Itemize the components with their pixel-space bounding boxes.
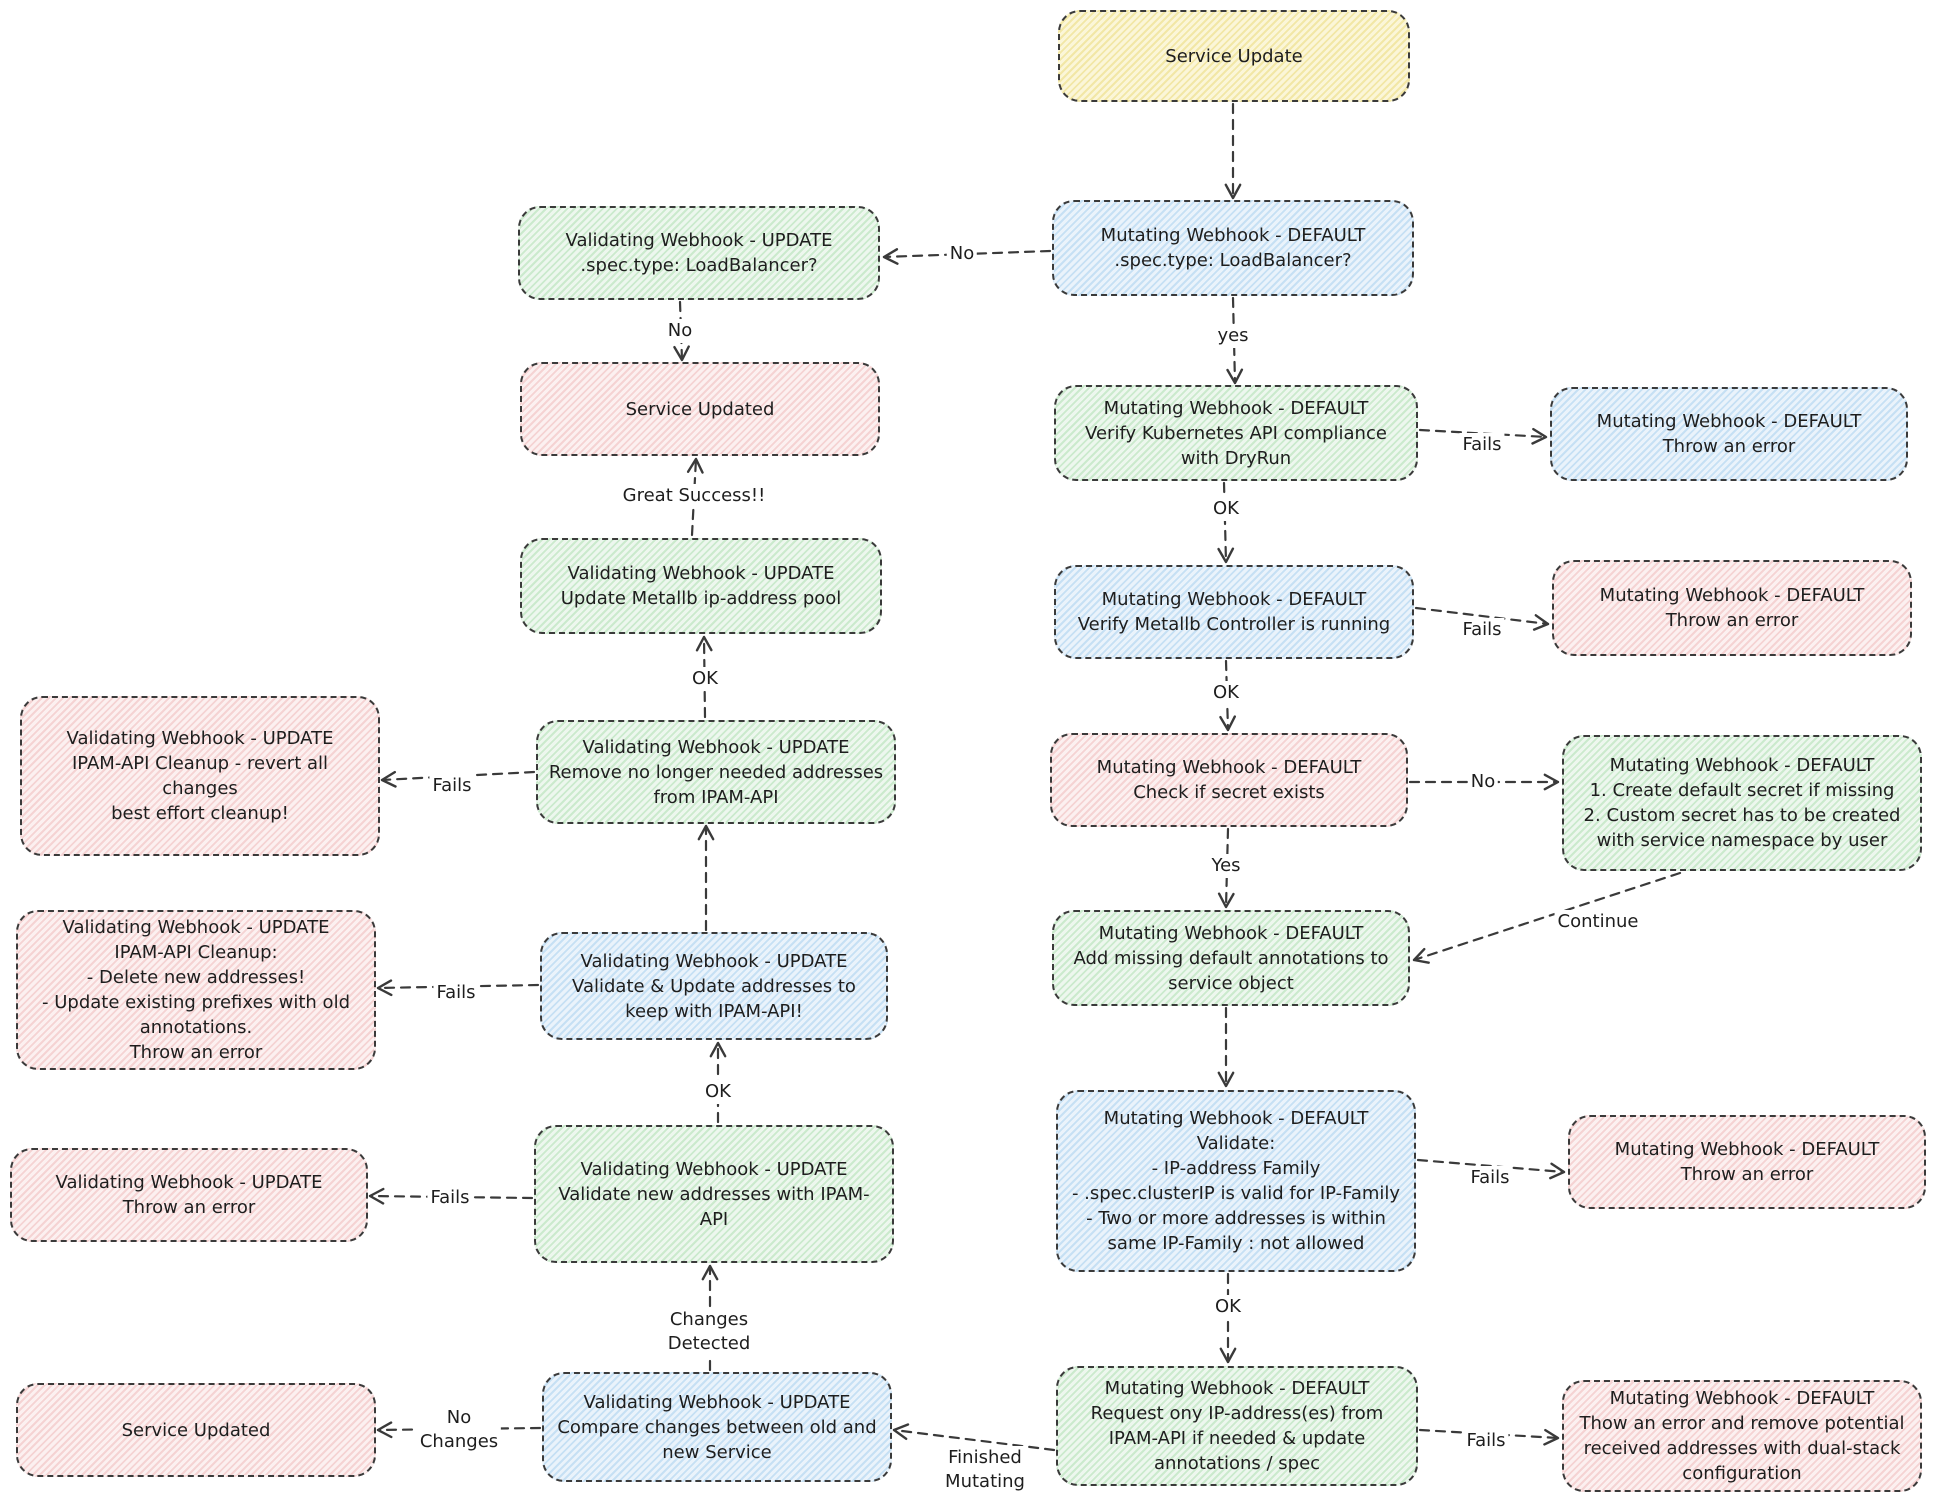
edge-label-fails: Fails	[427, 1186, 473, 1210]
validating-type-check-node: Validating Webhook - UPDATE .spec.type: …	[518, 206, 880, 300]
edge-label-ok: OK	[1210, 681, 1242, 705]
edge-label-fails: Fails	[1459, 433, 1505, 457]
validating-remove-addresses-node: Validating Webhook - UPDATE Remove no lo…	[536, 720, 896, 824]
arrowhead	[376, 979, 393, 997]
arrowhead	[376, 1421, 393, 1439]
mutating-controller-error-node: Mutating Webhook - DEFAULT Throw an erro…	[1552, 560, 1912, 656]
arrowhead	[882, 248, 899, 265]
edge-label-no: No	[946, 242, 978, 266]
service-updated-top-node: Service Updated	[520, 362, 880, 456]
edge-label-yes: Yes	[1208, 854, 1244, 878]
arrowhead	[380, 770, 397, 788]
arrowhead	[1412, 947, 1430, 964]
edge-remove-fails	[380, 770, 536, 788]
validating-error-node: Validating Webhook - UPDATE Throw an err…	[10, 1148, 368, 1242]
arrowhead	[709, 1041, 727, 1058]
validating-pool-update-node: Validating Webhook - UPDATE Update Metal…	[520, 538, 882, 634]
arrowhead	[1219, 1347, 1237, 1364]
mutating-validate-node: Mutating Webhook - DEFAULT Validate: - I…	[1056, 1090, 1416, 1272]
mutating-secret-check-node: Mutating Webhook - DEFAULT Check if secr…	[1050, 733, 1408, 827]
arrowhead	[892, 1423, 910, 1440]
mutating-request-node: Mutating Webhook - DEFAULT Request ony I…	[1056, 1366, 1418, 1486]
edge-annotations-to-validate	[1217, 1006, 1235, 1088]
edge-label-ok: OK	[689, 667, 721, 691]
arrowhead	[1532, 614, 1550, 631]
arrowhead	[1217, 1071, 1235, 1088]
edge-label-fails: Fails	[1467, 1166, 1513, 1190]
arrowhead	[697, 824, 715, 841]
arrowhead	[695, 635, 713, 652]
edge-continue-to-annotations	[1412, 871, 1682, 964]
edge-label-fails: Fails	[429, 774, 475, 798]
edge-label-changes-detected: Changes Detected	[664, 1308, 754, 1356]
arrowhead	[1226, 368, 1244, 385]
edge-label-fails: Fails	[1459, 618, 1505, 642]
validating-compare-node: Validating Webhook - UPDATE Compare chan…	[542, 1372, 892, 1482]
mutating-annotations-node: Mutating Webhook - DEFAULT Add missing d…	[1052, 910, 1410, 1006]
edge-label-yes: yes	[1214, 324, 1252, 348]
arrowhead	[686, 457, 704, 474]
edge-dryrun-ok	[1217, 481, 1235, 564]
arrowhead	[1224, 183, 1242, 200]
mutating-dryrun-error-node: Mutating Webhook - DEFAULT Throw an erro…	[1550, 387, 1908, 481]
arrowhead	[1543, 773, 1560, 791]
validating-new-addresses-node: Validating Webhook - UPDATE Validate new…	[534, 1125, 894, 1263]
edge-label-no: No	[664, 319, 696, 343]
arrowhead	[1543, 1428, 1560, 1446]
edge-keep-to-remove	[697, 824, 715, 932]
edge-label-no: No	[1467, 770, 1499, 794]
mutating-request-error-node: Mutating Webhook - DEFAULT Thow an error…	[1562, 1380, 1922, 1492]
edge-label-finished-mutating: Finished Mutating	[942, 1446, 1028, 1494]
validating-cleanup-delete-node: Validating Webhook - UPDATE IPAM-API Cle…	[16, 910, 376, 1070]
edge-controller-fails	[1414, 606, 1550, 631]
edge-label-ok: OK	[1212, 1295, 1244, 1319]
mutating-controller-node: Mutating Webhook - DEFAULT Verify Metall…	[1054, 565, 1414, 659]
arrowhead	[1217, 892, 1235, 909]
arrowhead	[1219, 715, 1236, 732]
edge-label-ok: OK	[1210, 497, 1242, 521]
edge-label-great-success: Great Success!!	[619, 484, 769, 508]
arrowhead	[673, 345, 690, 362]
mutating-validate-error-node: Mutating Webhook - DEFAULT Throw an erro…	[1568, 1115, 1926, 1209]
arrowhead	[701, 1264, 719, 1281]
service-updated-bottom-node: Service Updated	[16, 1383, 376, 1477]
mutating-secret-create-node: Mutating Webhook - DEFAULT 1. Create def…	[1562, 735, 1922, 871]
edge-validate-ok-to-request	[1219, 1272, 1237, 1364]
edge-label-no-changes: No Changes	[416, 1406, 502, 1454]
edge-update-to-mutating-type	[1224, 102, 1242, 200]
edge-label-fails: Fails	[1463, 1429, 1509, 1453]
arrowhead	[1549, 1162, 1566, 1180]
arrowhead	[368, 1187, 385, 1205]
service-update-node: Service Update	[1058, 10, 1410, 102]
validating-keep-addresses-node: Validating Webhook - UPDATE Validate & U…	[540, 932, 888, 1040]
edge-label-fails: Fails	[433, 981, 479, 1005]
arrowhead	[1531, 427, 1548, 445]
edge-label-continue: Continue	[1554, 910, 1642, 934]
edge-label-ok: OK	[702, 1080, 734, 1104]
edge-type-yes-to-dryrun	[1226, 296, 1244, 385]
validating-cleanup-revert-node: Validating Webhook - UPDATE IPAM-API Cle…	[20, 696, 380, 856]
edge-request-finished-to-compare	[892, 1423, 1056, 1452]
mutating-dryrun-node: Mutating Webhook - DEFAULT Verify Kubern…	[1054, 385, 1418, 481]
arrowhead	[1217, 547, 1235, 564]
edge-validating-no-to-updated	[673, 300, 690, 362]
mutating-type-check-node: Mutating Webhook - DEFAULT .spec.type: L…	[1052, 200, 1414, 296]
